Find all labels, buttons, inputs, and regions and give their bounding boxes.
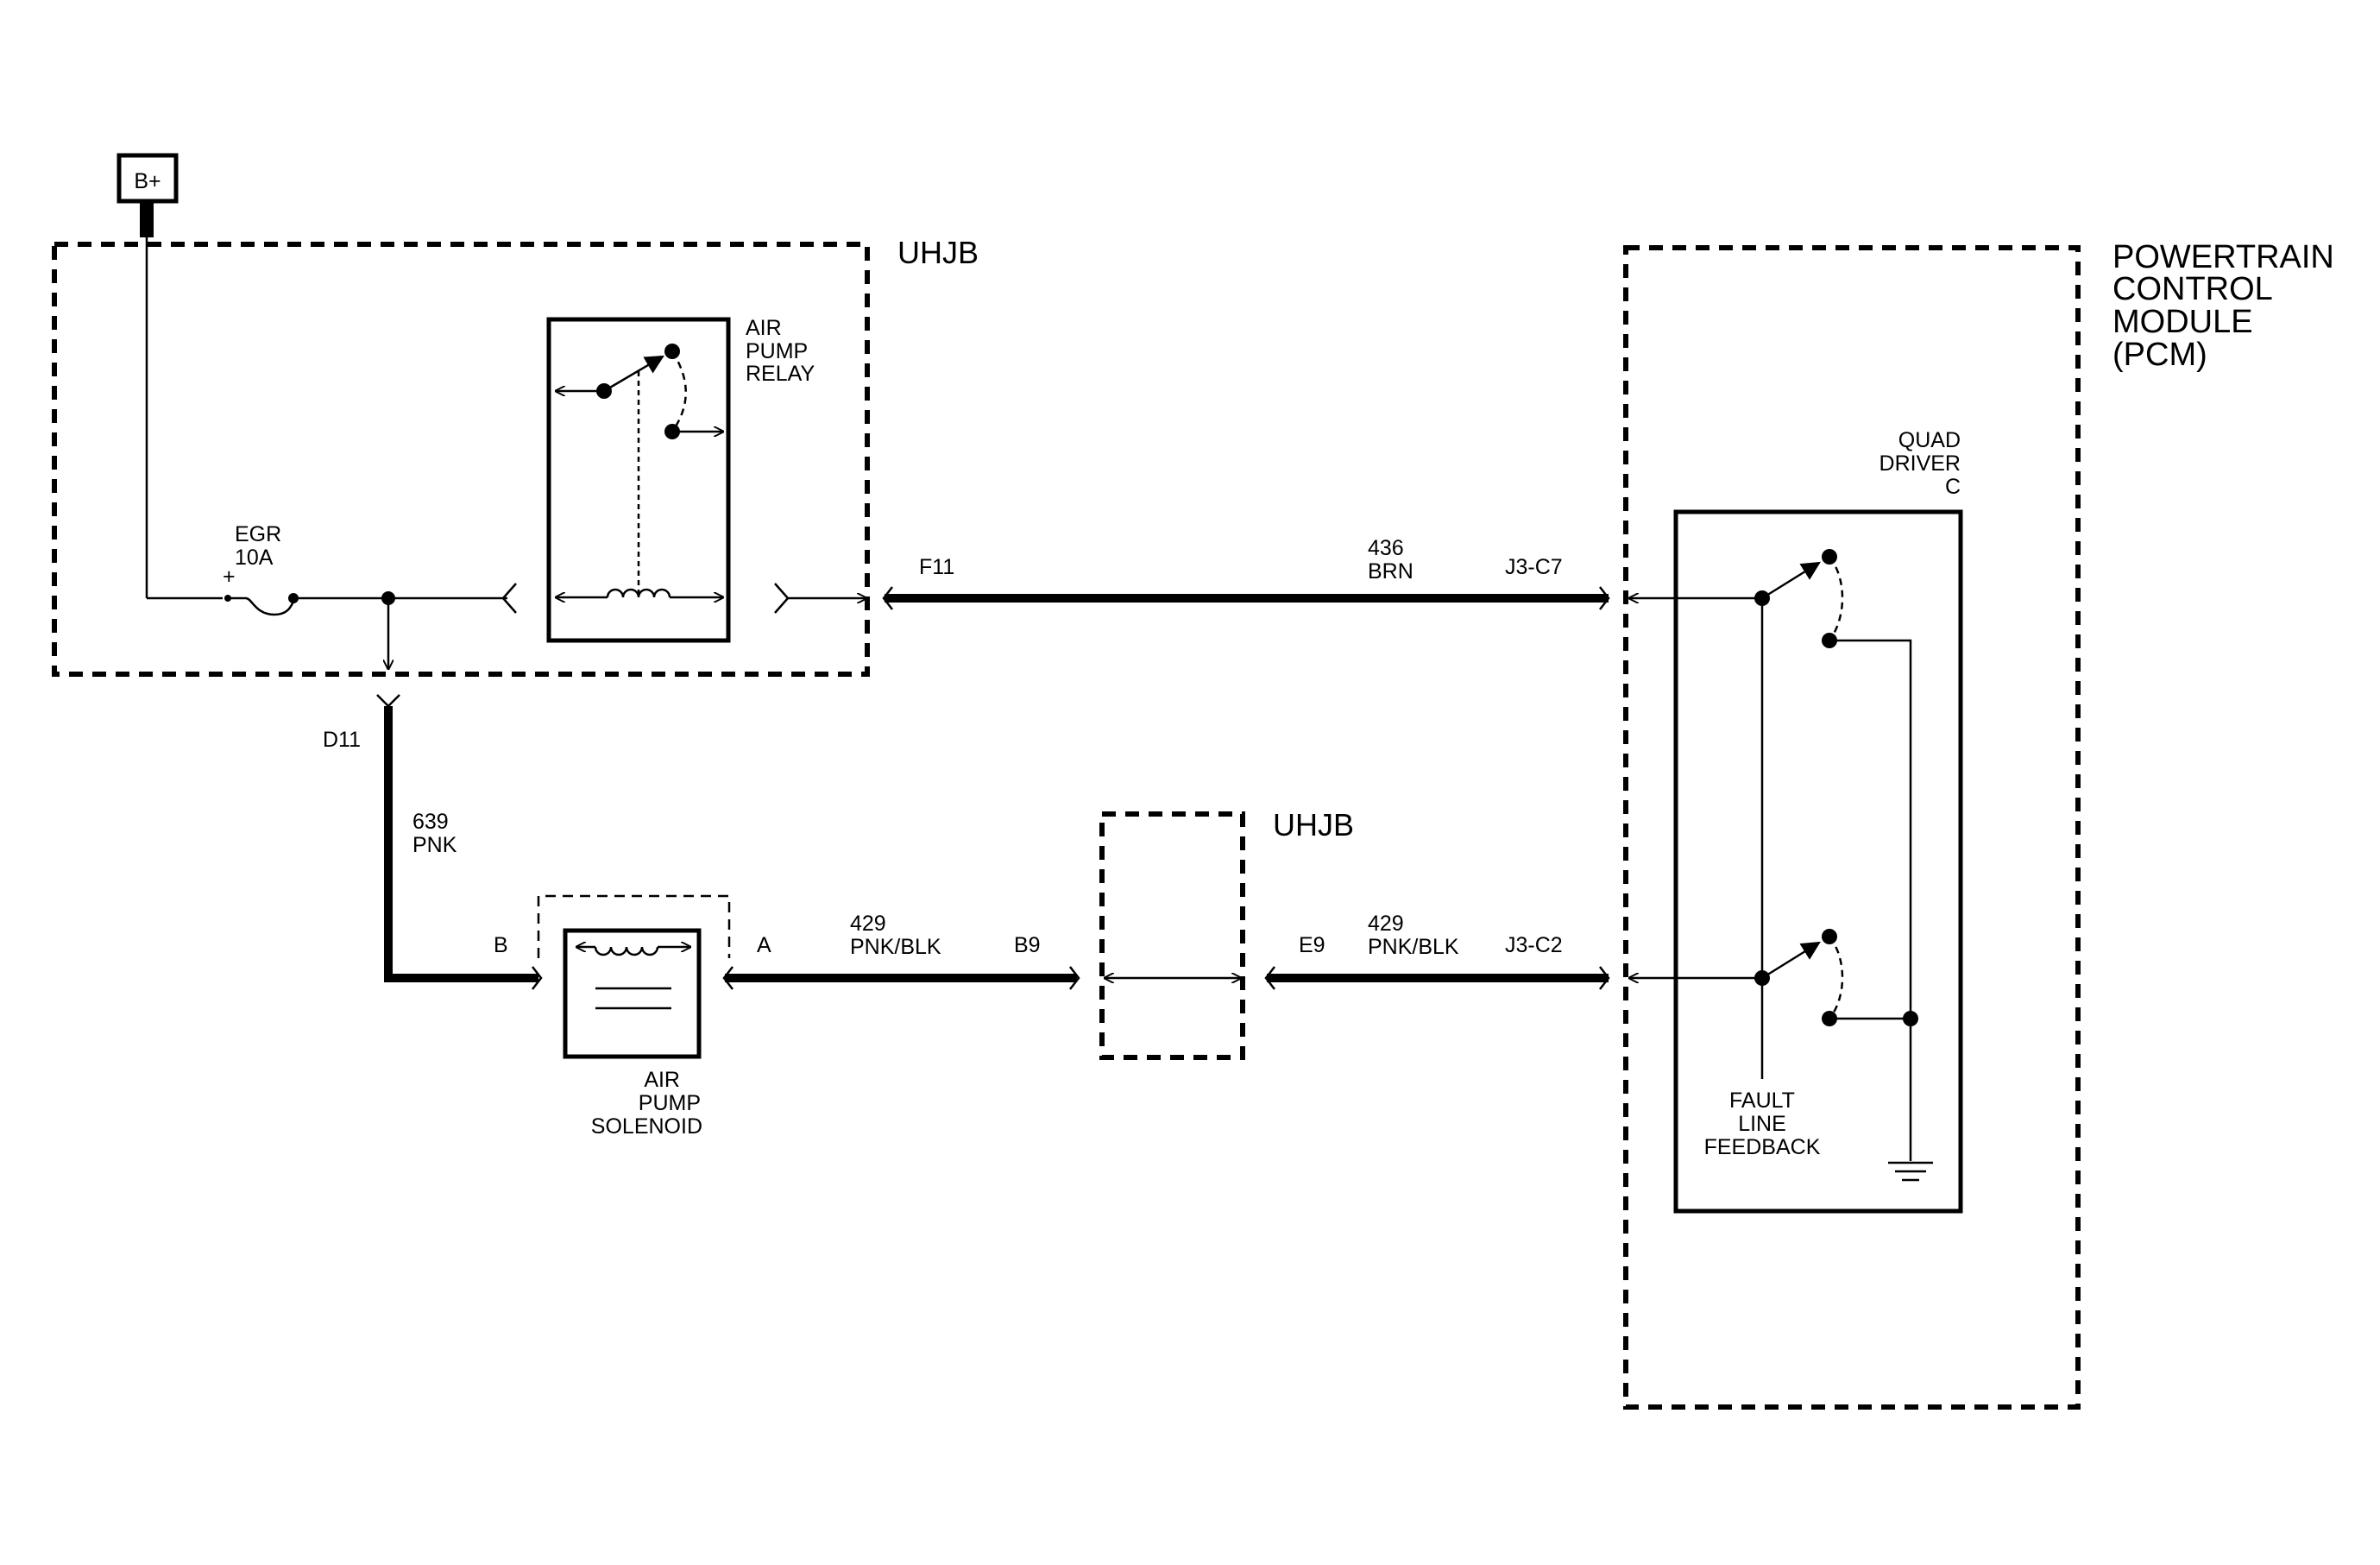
ground-icon [1888,1161,1933,1182]
pin-j3-c2: J3-C2 [1505,933,1563,957]
pin-f11: F11 [919,555,954,579]
pin-b9: B9 [1014,933,1041,957]
powertrain-control-module: POWERTRAIN CONTROL MODULE (PCM) [1623,239,2334,1410]
pcm-label-3: MODULE [2112,304,2253,340]
solenoid-label-2: PUMP [639,1091,701,1115]
air-pump-relay: AIR PUMP RELAY [546,316,866,643]
circuit-639: 639 [412,810,449,834]
egr-fuse: + EGR 10A [223,522,517,669]
quad-label-1: QUAD [1898,428,1961,452]
uhjb-top-enclosure: UHJB [52,235,979,677]
wire-color-pnk-blk-a: PNK/BLK [850,935,941,959]
circuit-429-a: 429 [850,912,886,936]
solenoid-label-1: AIR [644,1068,680,1092]
wire-color-brn: BRN [1368,559,1414,584]
uhjb-top-label: UHJB [897,235,979,270]
battery-label: B+ [134,169,161,193]
pcm-label-4: (PCM) [2112,337,2207,373]
solenoid-label-3: SOLENOID [591,1114,702,1139]
uhjb-mid-enclosure: UHJB [1099,807,1354,1060]
pin-d11: D11 [323,728,361,752]
circuit-436: 436 [1368,536,1404,560]
relay-label-2: PUMP [746,339,808,363]
uhjb-mid-label: UHJB [1273,807,1354,842]
circuit-429-b: 429 [1368,912,1404,936]
solenoid-pin-a: A [757,933,771,957]
fuse-rating: 10A [235,546,274,570]
solenoid-pin-b: B [494,933,508,957]
relay-label-1: AIR [746,316,782,340]
fault-label-1: FAULT [1729,1089,1795,1113]
wire-color-pnk: PNK [412,833,457,857]
wire-429-pnk-blk-a: A 429 PNK/BLK B9 [722,912,1080,990]
fuse-name: EGR [235,522,281,546]
fuse-polarity: + [223,565,236,589]
quad-label-2: DRIVER [1879,451,1961,476]
pin-e9: E9 [1299,933,1325,957]
air-pump-solenoid: AIR PUMP SOLENOID [537,894,731,1139]
battery-power-source: B+ [116,153,223,600]
pin-j3-c7: J3-C7 [1505,555,1563,579]
fault-label-3: FEEDBACK [1704,1135,1821,1159]
wire-color-pnk-blk-b: PNK/BLK [1368,935,1459,959]
wire-429-pnk-blk-b: E9 429 PNK/BLK J3-C2 [1264,912,1610,990]
quad-label-3: C [1945,475,1961,499]
pcm-label-2: CONTROL [2112,271,2273,307]
wire-639-pnk: D11 639 PNK B [323,694,543,990]
pcm-label-1: POWERTRAIN [2112,239,2334,275]
fault-label-2: LINE [1738,1112,1786,1136]
wire-436-brn: F11 436 BRN J3-C7 [882,536,1610,610]
quad-driver-c: QUAD DRIVER C FAULT LINE FEEDBACK [1629,428,1963,1214]
relay-label-3: RELAY [746,362,815,386]
